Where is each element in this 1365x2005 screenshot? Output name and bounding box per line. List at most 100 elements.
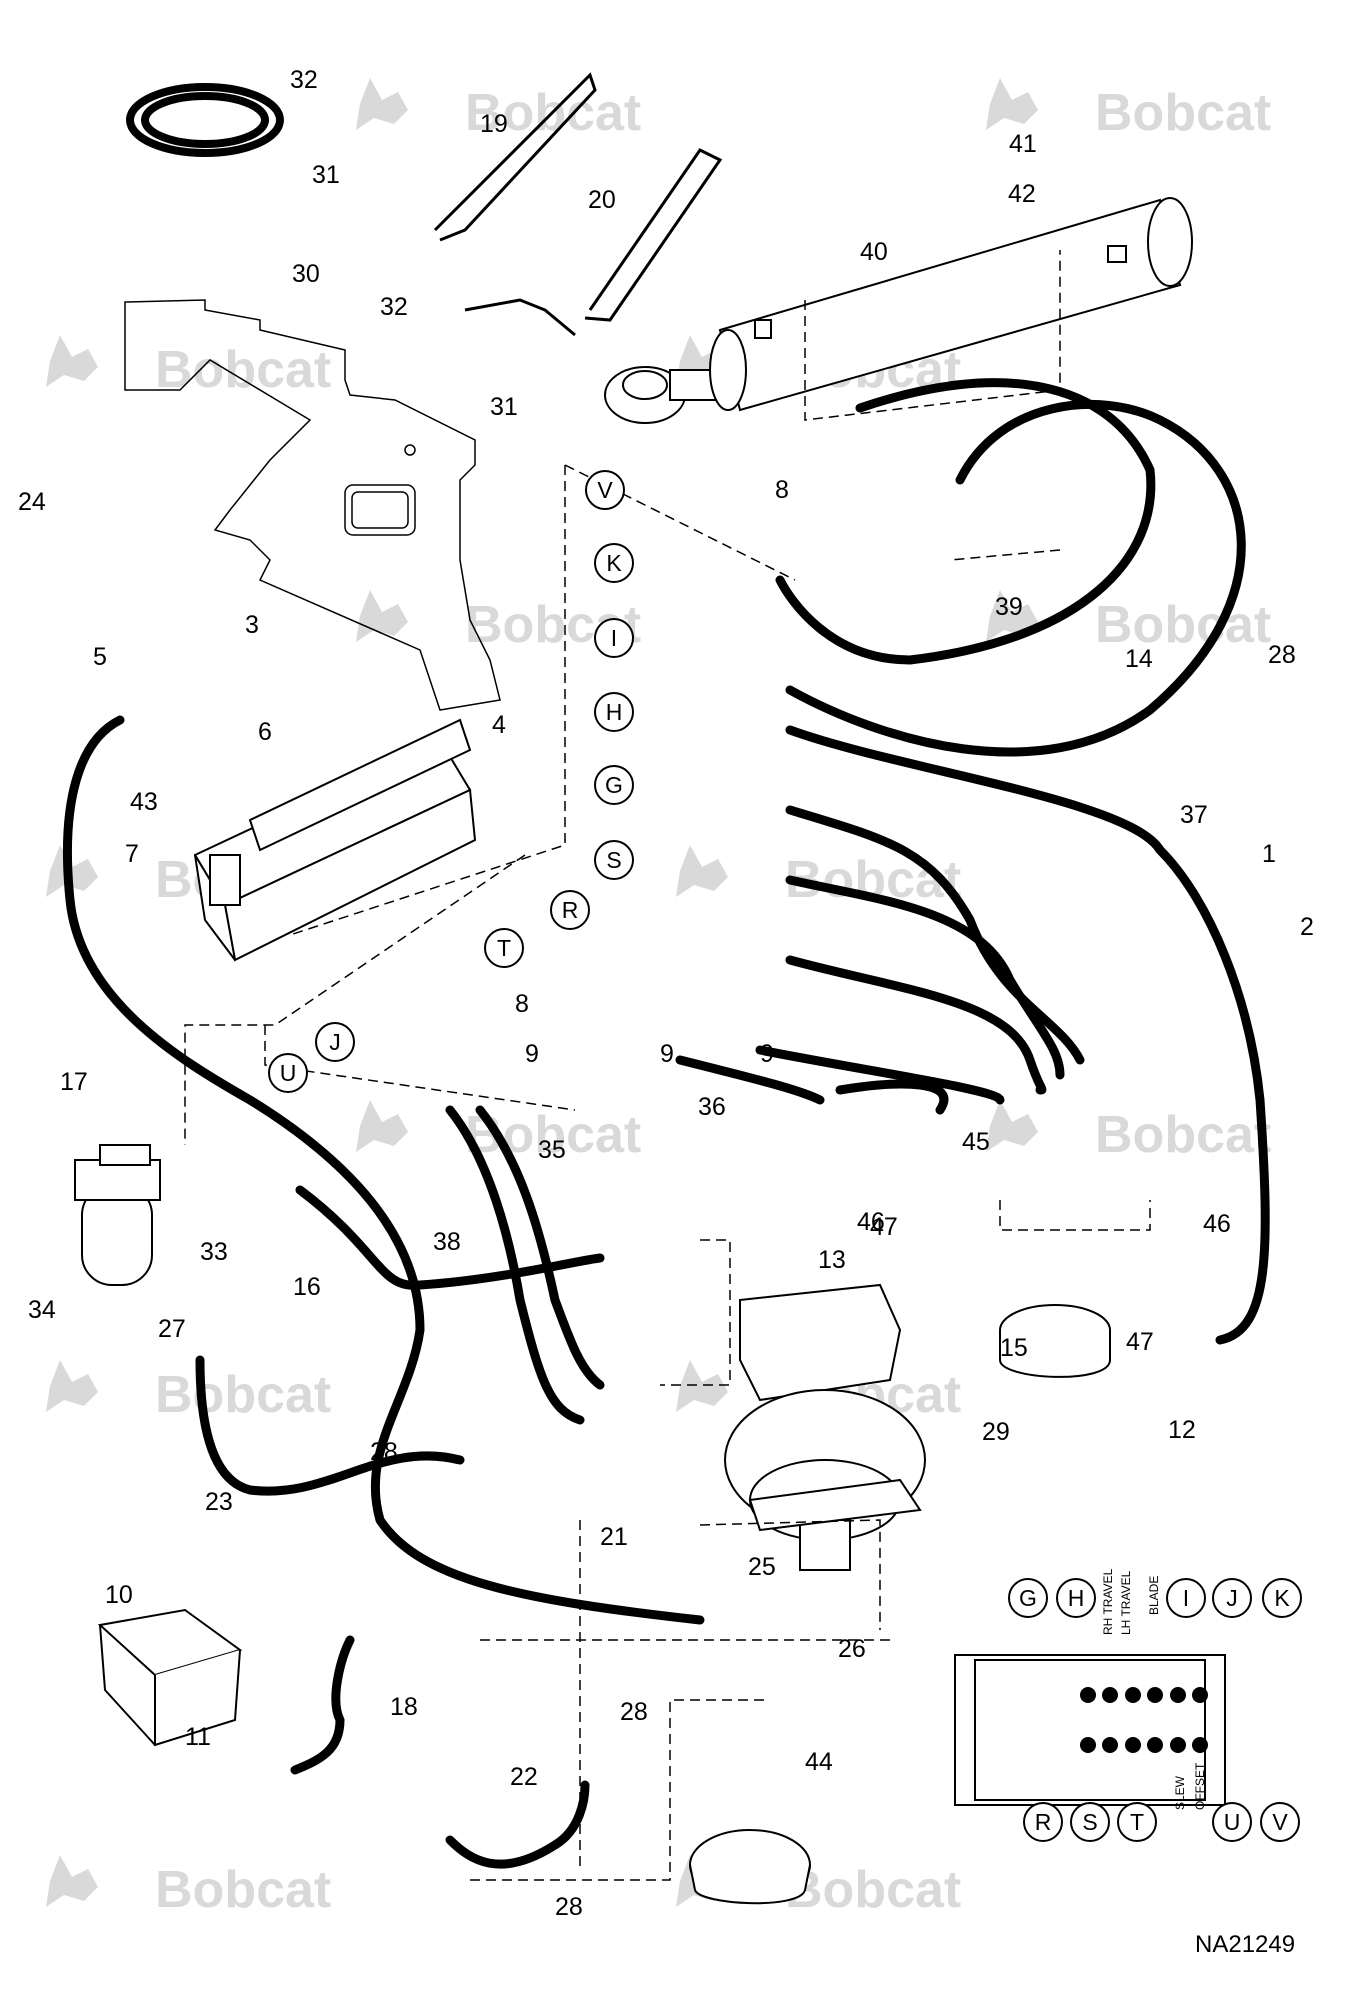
inset-port-letter: I bbox=[1183, 1585, 1189, 1611]
callout-number: 38 bbox=[433, 1228, 461, 1256]
inset-port-letter: U bbox=[1224, 1809, 1241, 1835]
callout-number: 22 bbox=[510, 1763, 538, 1791]
inset-port-dot bbox=[1192, 1737, 1208, 1753]
port-label-circle: H bbox=[594, 692, 634, 732]
steel-tubes bbox=[433, 72, 723, 337]
foot-pedal bbox=[97, 1608, 243, 1747]
inset-port-dot bbox=[1125, 1737, 1141, 1753]
watermark-text: Bobcat bbox=[155, 1861, 331, 1919]
callout-number: 28 bbox=[555, 1893, 583, 1921]
inset-top-port: H bbox=[1056, 1578, 1096, 1618]
callout-number: 14 bbox=[1125, 645, 1153, 673]
swivel-joint bbox=[999, 1304, 1111, 1378]
port-letter: J bbox=[329, 1029, 341, 1055]
callout-number: 47 bbox=[870, 1213, 898, 1241]
callout-number: 27 bbox=[158, 1315, 186, 1343]
inset-top-port: K bbox=[1262, 1578, 1302, 1618]
inset-port-dot bbox=[1080, 1687, 1096, 1703]
callout-number: 7 bbox=[125, 840, 139, 868]
control-valve bbox=[193, 718, 477, 962]
hose-18 bbox=[63, 715, 705, 1625]
port-letter: R bbox=[562, 897, 579, 923]
callout-number: 23 bbox=[205, 1488, 233, 1516]
inset-port-dot bbox=[1102, 1737, 1118, 1753]
callout-number: 35 bbox=[538, 1136, 566, 1164]
callout-number: 41 bbox=[1009, 130, 1037, 158]
watermark-text: Bobcat bbox=[1095, 1106, 1271, 1164]
hose-38 bbox=[785, 725, 1270, 1345]
callout-number: 4 bbox=[492, 711, 506, 739]
callout-number: 13 bbox=[818, 1246, 846, 1274]
callout-number: 1 bbox=[1262, 840, 1276, 868]
port-letter: S bbox=[606, 847, 621, 873]
callout-number: 39 bbox=[995, 593, 1023, 621]
callout-number: 15 bbox=[1000, 1334, 1028, 1362]
callout-number: 8 bbox=[775, 476, 789, 504]
callout-number: 9 bbox=[525, 1040, 539, 1068]
callout-number: 28 bbox=[1268, 641, 1296, 669]
inset-top-port: J bbox=[1212, 1578, 1252, 1618]
callout-number: 36 bbox=[698, 1093, 726, 1121]
inset-bottom-port: U bbox=[1212, 1802, 1252, 1842]
port-label-circle: I bbox=[594, 618, 634, 658]
hose-19 bbox=[290, 1635, 355, 1775]
callout-number: 6 bbox=[258, 718, 272, 746]
callout-number: 17 bbox=[60, 1068, 88, 1096]
port-label-circle: U bbox=[268, 1053, 308, 1093]
port-label-circle: K bbox=[594, 543, 634, 583]
port-letter: K bbox=[606, 550, 622, 576]
port-label-circle: S bbox=[594, 840, 634, 880]
port-label-circle: V bbox=[585, 470, 625, 510]
port-label-circle: J bbox=[315, 1022, 355, 1062]
watermark-text: Bobcat bbox=[155, 341, 331, 399]
callout-number: 19 bbox=[480, 110, 508, 138]
port-letter: U bbox=[280, 1060, 297, 1086]
callout-number: 34 bbox=[28, 1296, 56, 1324]
hose-36 bbox=[475, 1105, 605, 1390]
inset-bottom-port: V bbox=[1260, 1802, 1300, 1842]
frame-plate bbox=[124, 299, 501, 711]
inset-port-dot bbox=[1192, 1687, 1208, 1703]
port-letter: H bbox=[606, 699, 623, 725]
callout-number: 28 bbox=[620, 1698, 648, 1726]
callout-number: 9 bbox=[760, 1040, 774, 1068]
callout-number: 42 bbox=[1008, 180, 1036, 208]
oil-filter bbox=[74, 1144, 161, 1286]
inset-port-dot bbox=[1147, 1737, 1163, 1753]
inset-port-letter: K bbox=[1274, 1585, 1290, 1611]
callout-number: 46 bbox=[1203, 1210, 1231, 1238]
callout-number: 32 bbox=[380, 293, 408, 321]
hose-group bbox=[63, 378, 1270, 1869]
callout-number: 47 bbox=[1126, 1328, 1154, 1356]
inset-port-letter: T bbox=[1130, 1809, 1144, 1835]
hose-15 bbox=[775, 378, 1156, 665]
inset-port-letter: S bbox=[1082, 1809, 1097, 1835]
inset-port-letter: R bbox=[1035, 1809, 1052, 1835]
inset-section-label: LH TRAVEL bbox=[1119, 1570, 1133, 1635]
watermark-text: Bobcat bbox=[155, 1366, 331, 1424]
inset-port-dot bbox=[1080, 1737, 1096, 1753]
inset-port-dot bbox=[1102, 1687, 1118, 1703]
port-label-circle: T bbox=[484, 928, 524, 968]
port-letter: T bbox=[497, 935, 511, 961]
callout-number: 10 bbox=[105, 1581, 133, 1609]
inset-section-label: BLADE bbox=[1147, 1576, 1161, 1615]
inset-port-dot bbox=[1170, 1737, 1186, 1753]
inset-bottom-port: S bbox=[1070, 1802, 1110, 1842]
inset-section-label: SLEW bbox=[1173, 1775, 1187, 1810]
hose-24 bbox=[195, 1355, 465, 1496]
hose-1a bbox=[785, 805, 1085, 1065]
port-letter: V bbox=[597, 477, 613, 503]
callout-number: 12 bbox=[1168, 1416, 1196, 1444]
callout-number: 26 bbox=[838, 1635, 866, 1663]
callout-number: 9 bbox=[660, 1040, 674, 1068]
hose-37 bbox=[675, 1055, 949, 1115]
callout-number: 29 bbox=[982, 1418, 1010, 1446]
callout-number: 46 bbox=[857, 1208, 885, 1236]
callout-number: 20 bbox=[588, 186, 616, 214]
inset-section-label: RH TRAVEL bbox=[1101, 1568, 1115, 1635]
callout-number: 21 bbox=[600, 1523, 628, 1551]
inset-port-dot bbox=[1147, 1687, 1163, 1703]
